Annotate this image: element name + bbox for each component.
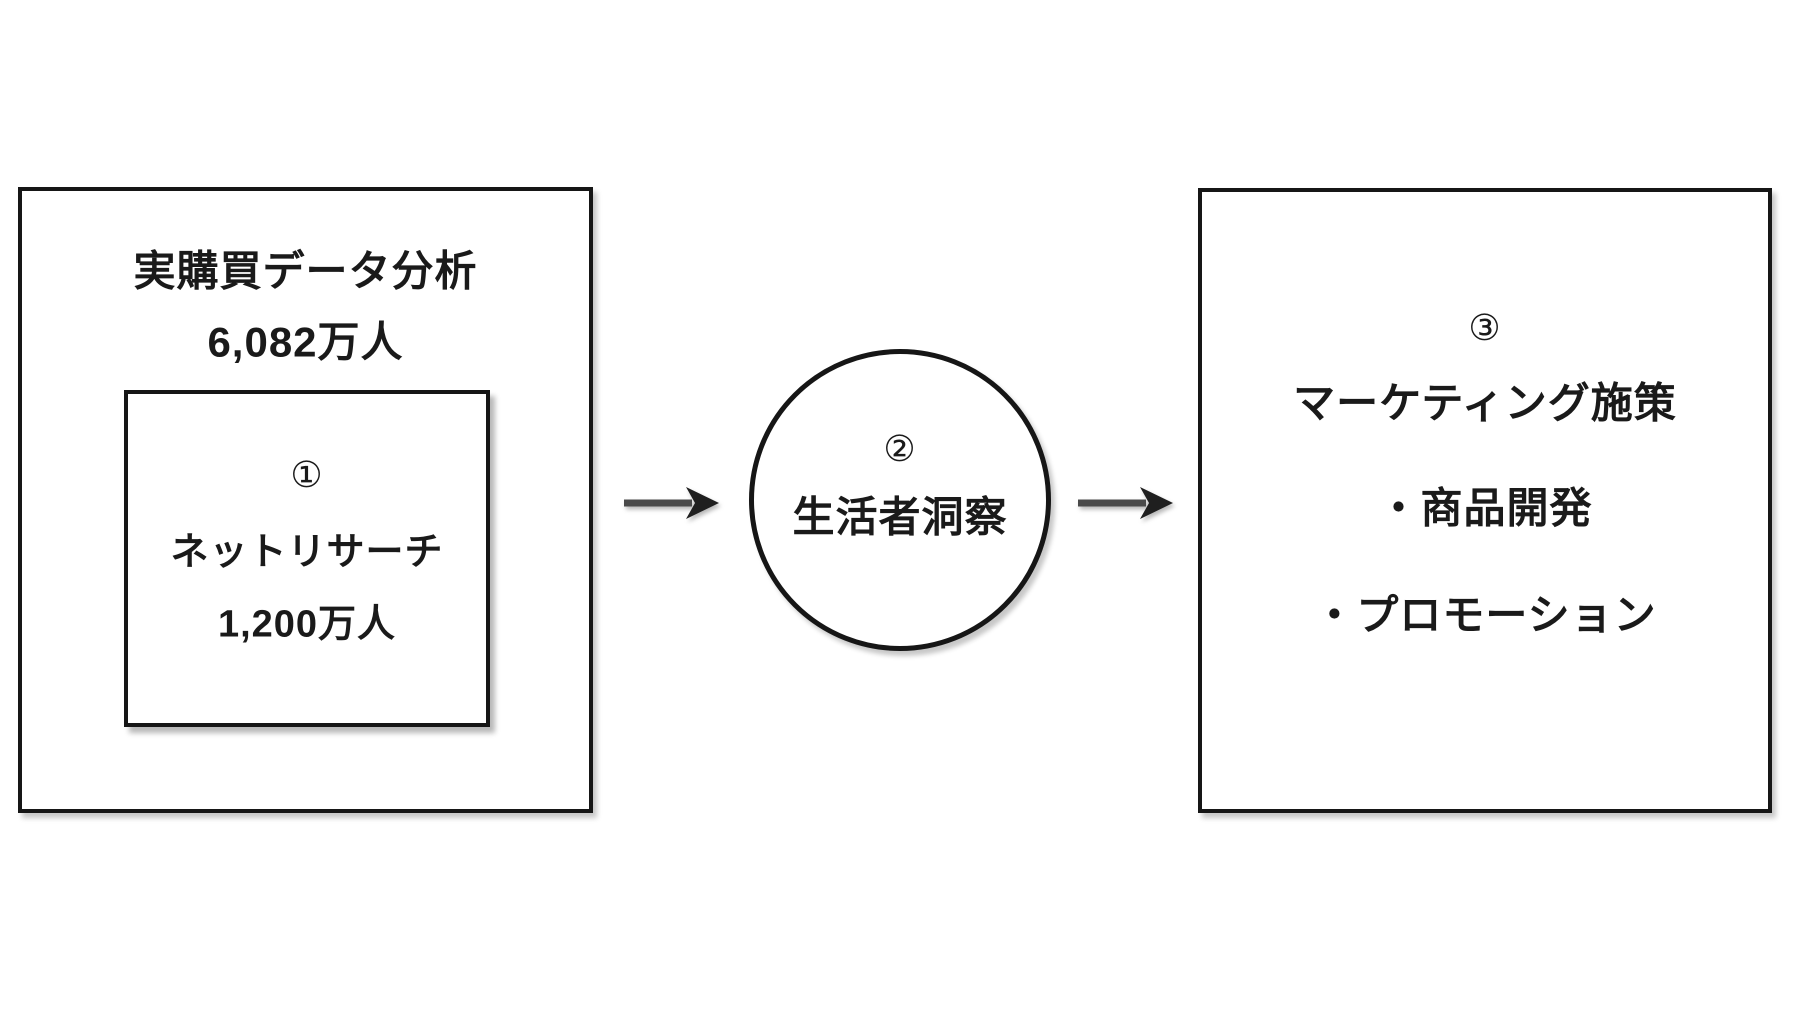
step-1-number: ① — [290, 454, 324, 495]
purchase-data-title: 実購買データ分析 — [133, 247, 478, 295]
flow-arrow-1 — [624, 487, 719, 519]
marketing-title: マーケティング施策 — [1293, 379, 1677, 427]
net-research-box: ① ネットリサーチ 1,200万人 — [124, 390, 490, 727]
flow-arrow-2 — [1078, 487, 1173, 519]
net-research-count: 1,200万人 — [217, 603, 397, 646]
step-2-number: ② — [883, 428, 917, 469]
consumer-insight-circle: ② 生活者洞察 — [749, 349, 1051, 651]
bullet-promotion: ・プロモーション — [1313, 591, 1657, 639]
step-3-number: ③ — [1468, 307, 1502, 348]
purchase-data-count: 6,082万人 — [207, 318, 404, 366]
consumer-insight-label: 生活者洞察 — [792, 493, 1008, 541]
bullet-product-development: ・商品開発 — [1377, 484, 1593, 532]
marketing-box: ③ マーケティング施策 ・商品開発 ・プロモーション — [1198, 188, 1772, 813]
net-research-label: ネットリサーチ — [170, 531, 444, 574]
